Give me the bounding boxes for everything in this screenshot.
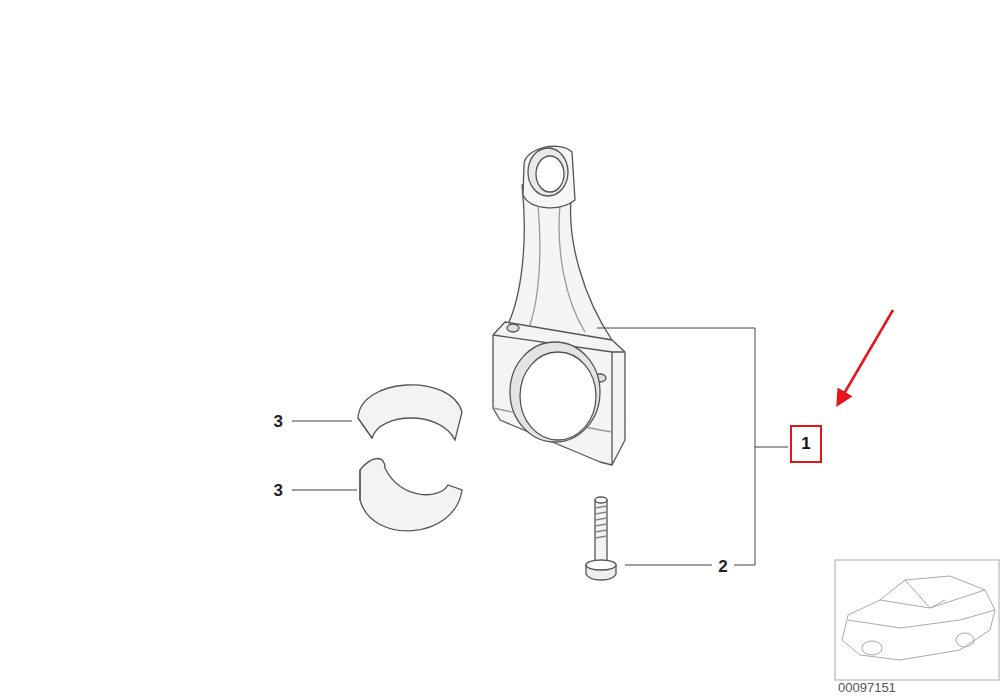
callout-number: 2 — [718, 558, 727, 575]
rod-bolt — [586, 497, 616, 580]
bearing-shells — [358, 385, 462, 531]
callout-number: 3 — [274, 413, 283, 430]
diagram-code: 00097151 — [838, 681, 896, 694]
callout-number: 1 — [801, 434, 810, 454]
callout-box: 1 — [790, 425, 822, 463]
pointer-arrow — [838, 310, 893, 404]
callout-number: 3 — [274, 482, 283, 499]
connecting-rod — [493, 146, 625, 465]
car-thumbnail — [835, 560, 999, 680]
leader-lines — [292, 328, 788, 565]
